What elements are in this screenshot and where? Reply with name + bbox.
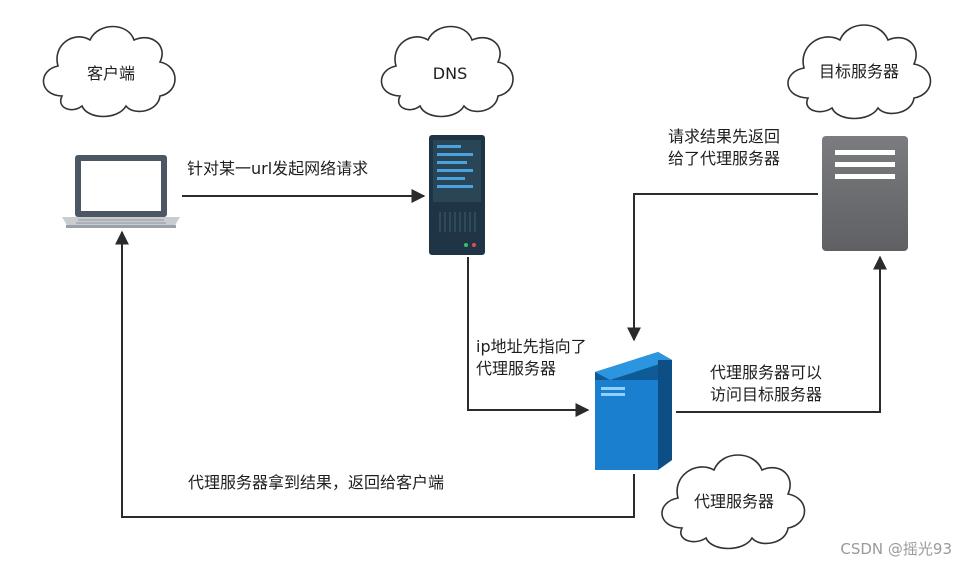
edge-label-target-to-proxy-line2: 给了代理服务器 (668, 149, 781, 168)
edge-target-to-proxy (627, 193, 818, 342)
laptop-icon (62, 155, 180, 228)
edge-label-dns-to-proxy-line1: ip地址先指向了 (476, 337, 587, 356)
edge-proxy-to-target (676, 255, 887, 413)
proxy-server-label: 代理服务器 (693, 492, 775, 511)
cloud-target (787, 24, 932, 120)
cloud-client (42, 25, 176, 118)
edge-dns-to-proxy (467, 257, 590, 417)
cloud-proxy (661, 454, 806, 550)
connectors (115, 189, 887, 518)
dns-label: DNS (432, 64, 468, 83)
cloud-dns (380, 25, 514, 118)
edge-label-proxy-to-target-line1: 代理服务器可以 (710, 363, 823, 382)
edge-label-proxy-to-client: 代理服务器拿到结果，返回给客户端 (188, 473, 445, 492)
edge-proxy-to-client (115, 230, 635, 518)
client-label: 客户端 (86, 64, 136, 83)
edge-label-target-to-proxy-line1: 请求结果先返回 (668, 127, 781, 146)
server-tower-icon (595, 352, 672, 470)
server-rack-icon (429, 135, 485, 255)
watermark: CSDN @摇光93 (840, 540, 952, 558)
edge-label-proxy-to-target-line2: 访问目标服务器 (710, 385, 823, 404)
server-icon (822, 136, 908, 251)
edge-label-dns-to-proxy-line2: 代理服务器 (476, 359, 557, 378)
edge-label-client-to-dns: 针对某一url发起网络请求 (187, 159, 369, 178)
target-server-label: 目标服务器 (818, 62, 900, 81)
